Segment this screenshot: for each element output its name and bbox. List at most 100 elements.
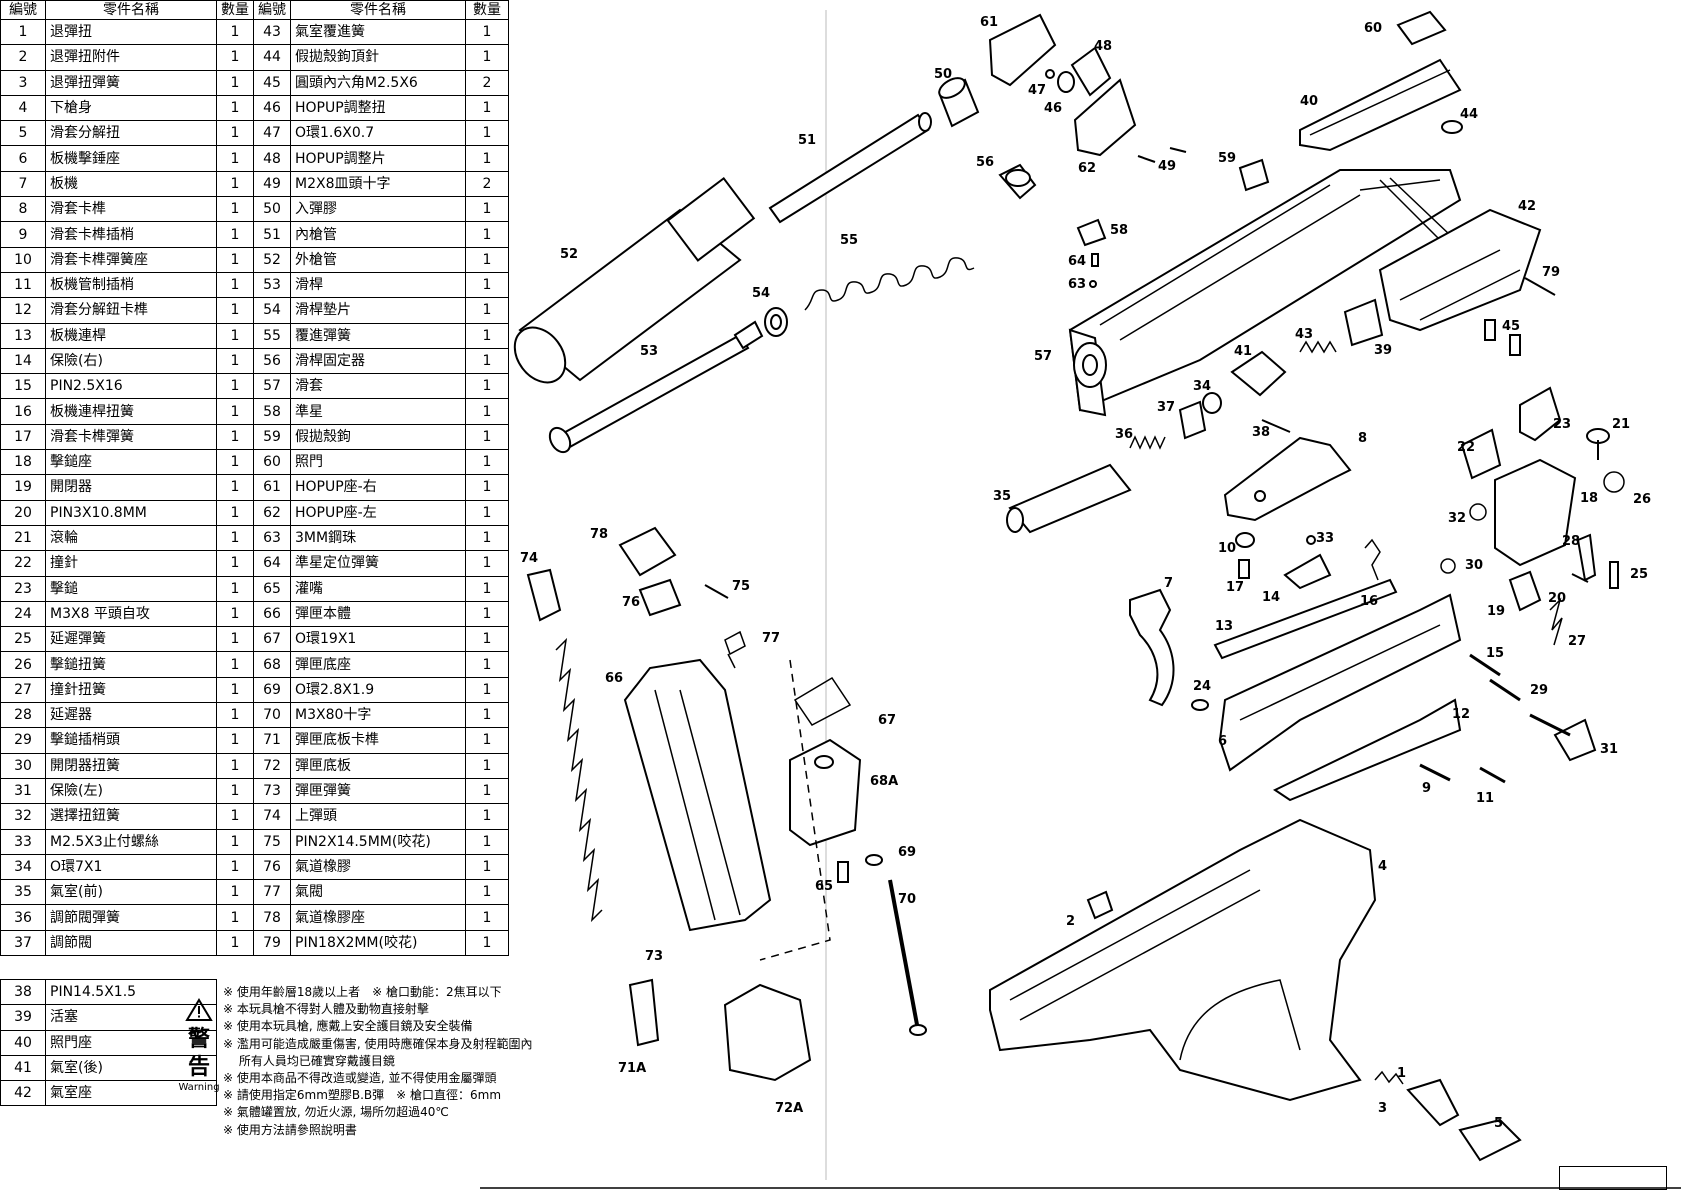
- label-12: 12: [1452, 707, 1470, 722]
- part-name: 準星: [290, 398, 466, 425]
- label-61: 61: [980, 15, 998, 30]
- part-number: 7: [0, 170, 46, 198]
- part-number: 21: [0, 524, 46, 552]
- part-quantity: 1: [465, 904, 509, 931]
- part-name: 延遲彈簧: [45, 626, 217, 653]
- part-name: HOPUP調整扭: [290, 94, 466, 122]
- part-quantity: 1: [465, 398, 509, 425]
- label-2: 2: [1066, 914, 1075, 929]
- part-number: 32: [0, 803, 46, 830]
- part-name: 開閉器扭簧: [45, 752, 217, 779]
- magazine-base-part: [789, 738, 862, 847]
- label-62: 62: [1078, 161, 1096, 176]
- label-11: 11: [1476, 791, 1494, 806]
- hammer-housing-part: [1218, 593, 1462, 772]
- part-name: M3X80十字: [290, 702, 466, 729]
- part-name: PIN3X10.8MM: [45, 499, 217, 526]
- part-name: 滑套分解扭: [45, 120, 217, 147]
- part-quantity: 1: [465, 879, 509, 906]
- part-name: 退彈扭: [45, 18, 217, 46]
- part-quantity: 1: [465, 373, 509, 400]
- label-34: 34: [1193, 379, 1211, 394]
- part-name: 假拋殼鉤: [290, 423, 466, 451]
- note-line: ※ 使用本商品不得改造或變造, 並不得使用金屬彈頭: [223, 1071, 497, 1086]
- part-number: 15: [0, 373, 46, 400]
- lower-frame-part: [989, 818, 1377, 1102]
- part-name: 板機管制插梢: [45, 271, 217, 299]
- screw-part: [1137, 147, 1187, 163]
- pin-79-part: [1524, 277, 1556, 296]
- part-number: 71: [253, 727, 291, 754]
- label-14: 14: [1262, 590, 1280, 605]
- part-number: 68: [253, 651, 291, 678]
- part-number: 70: [253, 702, 291, 729]
- part-number: 22: [0, 550, 46, 577]
- part-number: 33: [0, 828, 46, 855]
- part-number: 35: [0, 879, 46, 906]
- pin-part: [1441, 120, 1463, 134]
- part-name: 彈匣底板: [290, 752, 466, 779]
- pins-part: [1419, 653, 1521, 784]
- screw-45-part: [1484, 319, 1521, 356]
- part-number: 37: [0, 929, 46, 956]
- assembly-guide-line: [759, 659, 831, 961]
- part-name: 入彈膠: [290, 196, 466, 223]
- label-31: 31: [1600, 742, 1618, 757]
- label-56: 56: [976, 155, 994, 170]
- part-name: 內槍管: [290, 221, 466, 248]
- part-quantity: 1: [216, 347, 254, 375]
- part-name: M2X8皿頭十字: [290, 170, 466, 198]
- part-name: 氣閥: [290, 879, 466, 906]
- part-quantity: 1: [465, 297, 509, 324]
- magazine-spring-part: [555, 637, 603, 923]
- part-number: 34: [0, 853, 46, 881]
- part-quantity: 1: [216, 449, 254, 476]
- part-number: 56: [253, 347, 291, 375]
- part-quantity: 1: [216, 550, 254, 577]
- part-name: 板機: [45, 170, 217, 198]
- part-quantity: 1: [216, 702, 254, 729]
- trigger-part: [1129, 588, 1175, 707]
- label-40: 40: [1300, 94, 1318, 109]
- chamber-spring-part: [1299, 340, 1337, 354]
- label-47: 47: [1028, 83, 1046, 98]
- part-name: 板機擊錘座: [45, 145, 217, 172]
- label-73: 73: [645, 949, 663, 964]
- part-quantity: 1: [465, 777, 509, 805]
- part-quantity: 1: [216, 145, 254, 172]
- part-number: 14: [0, 347, 46, 375]
- label-54: 54: [752, 286, 770, 301]
- part-name: 調節閥彈簧: [45, 904, 217, 931]
- part-number: 59: [253, 423, 291, 451]
- part-quantity: 1: [465, 929, 509, 956]
- part-number: 75: [253, 828, 291, 855]
- mag-release-part: [1086, 890, 1522, 1162]
- slide-stop-part: [1223, 436, 1352, 522]
- label-22: 22: [1457, 440, 1475, 455]
- label-33: 33: [1316, 531, 1334, 546]
- part-number: 67: [253, 626, 291, 653]
- hammer-assembly-part: [1460, 386, 1625, 567]
- follower-part: [526, 568, 562, 622]
- part-number: 9: [0, 221, 46, 248]
- part-number: 66: [253, 600, 291, 628]
- label-7: 7: [1164, 576, 1173, 591]
- part-name: PIN2.5X16: [45, 373, 217, 400]
- part-quantity: 1: [216, 44, 254, 71]
- part-quantity: 1: [465, 499, 509, 526]
- label-67: 67: [878, 713, 896, 728]
- part-quantity: 1: [465, 94, 509, 122]
- header-no-2: 編號: [253, 0, 291, 20]
- part-number: 12: [0, 297, 46, 324]
